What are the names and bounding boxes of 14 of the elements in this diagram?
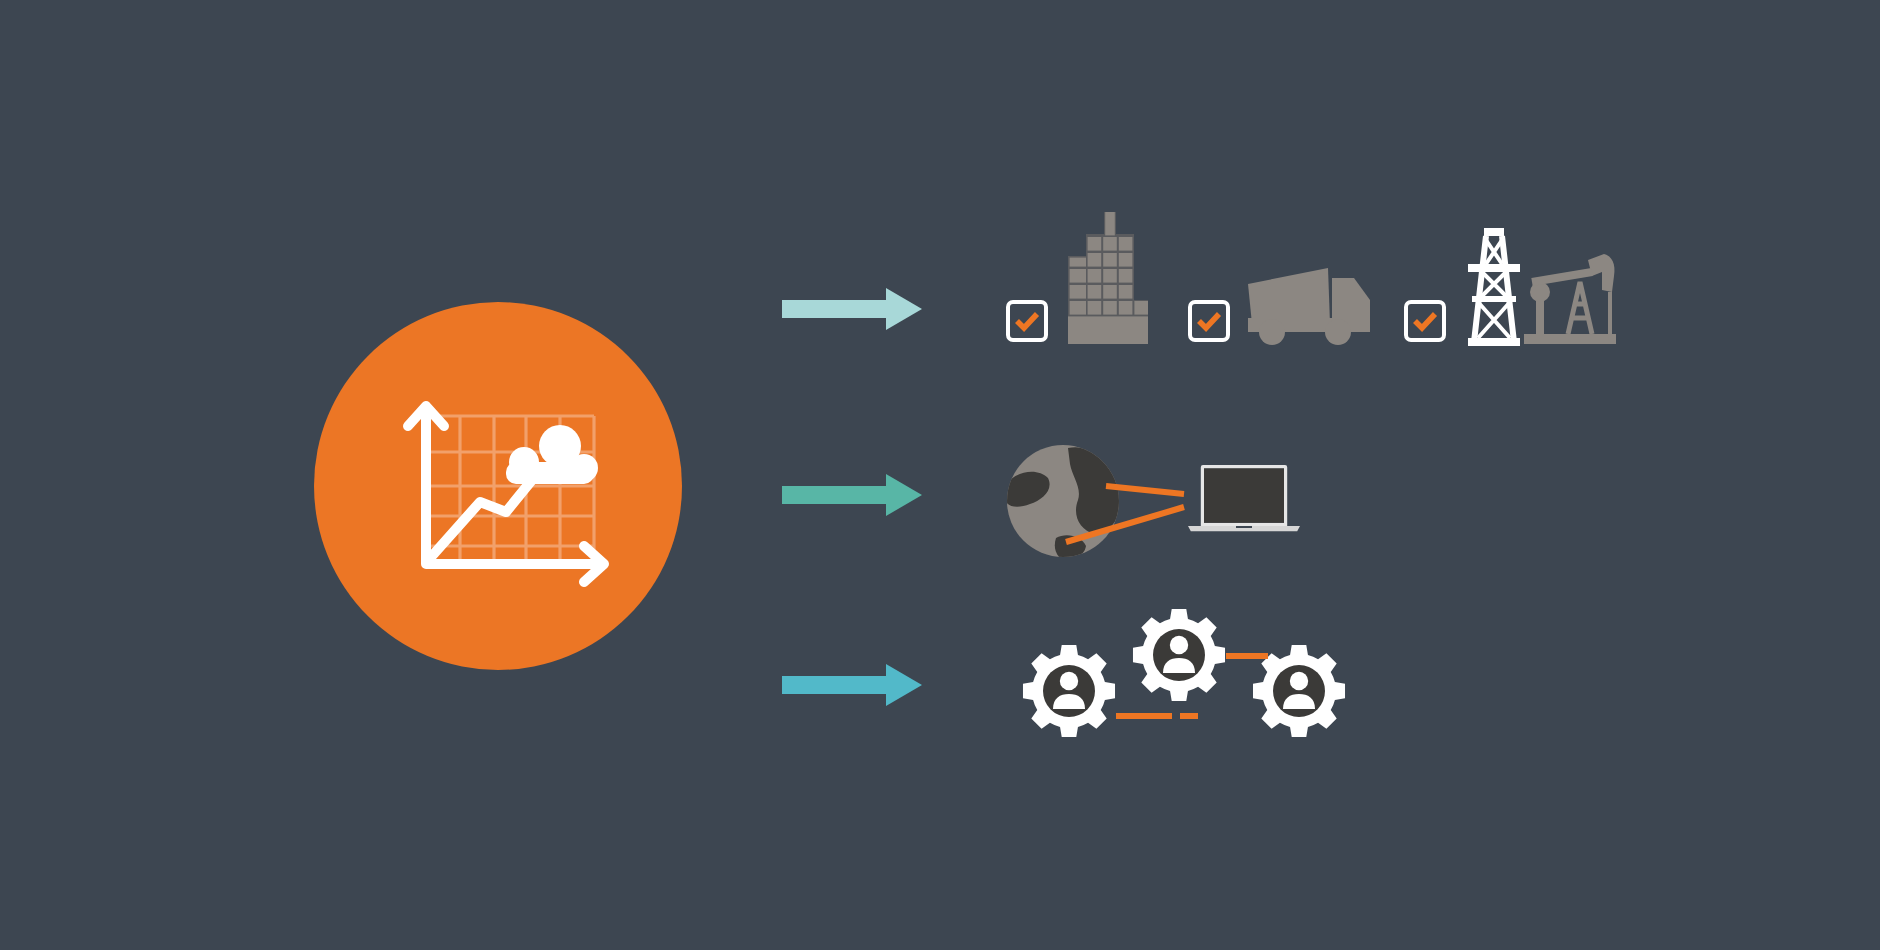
connector-line [1105, 483, 1185, 497]
connector-line [1065, 504, 1185, 545]
gear-person-illustration [1252, 644, 1346, 738]
dump-truck-illustration [1248, 262, 1372, 346]
oil-derrick-and-pump-jack-illustration [1468, 228, 1616, 346]
gear-person-illustration [1022, 644, 1116, 738]
dashed-connector-line [1226, 653, 1268, 659]
gear-person-illustration [1132, 608, 1226, 702]
globe-illustration [1006, 444, 1120, 558]
arrow [782, 664, 922, 706]
laptop-illustration [1188, 464, 1300, 532]
arrow [782, 474, 922, 516]
arrow [782, 288, 922, 330]
office-building-illustration [1068, 212, 1148, 344]
